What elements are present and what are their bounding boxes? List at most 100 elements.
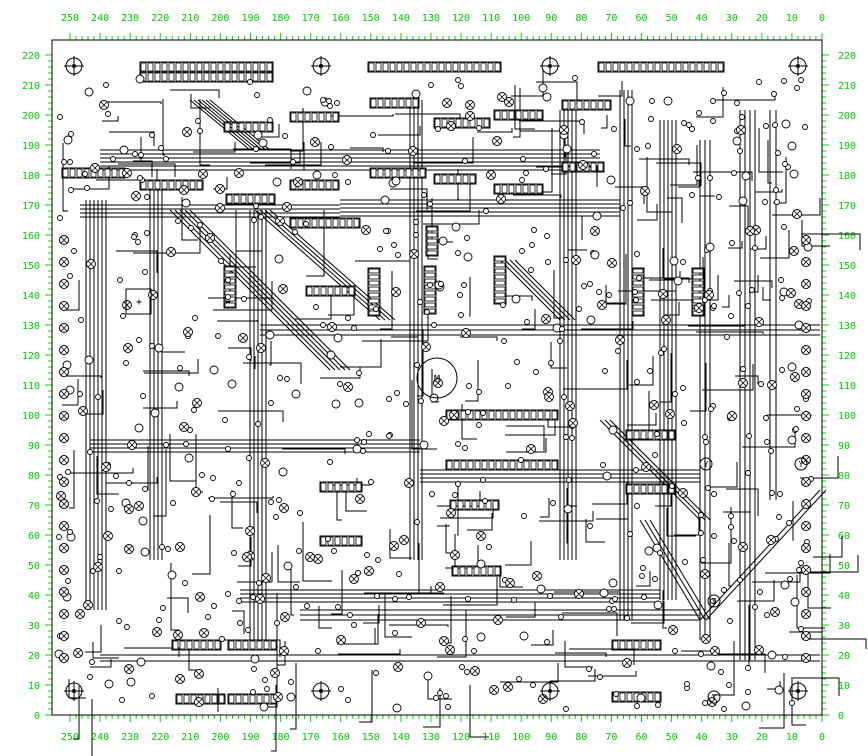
edge-pad	[801, 323, 811, 333]
edge-pad	[801, 411, 811, 421]
pad-crossed	[391, 287, 401, 297]
via-pad	[764, 439, 770, 445]
via-pad	[373, 306, 379, 312]
via-pad	[149, 132, 155, 138]
via-pad	[205, 614, 211, 620]
via-pad	[519, 248, 525, 254]
via-pad	[482, 498, 488, 504]
pad-crossed	[275, 216, 285, 226]
edge-pad	[801, 477, 811, 487]
via-pad	[345, 179, 351, 185]
via-pad	[705, 485, 711, 491]
edge-pad	[801, 389, 811, 399]
via-pad	[786, 520, 792, 526]
ruler-tick-label: 190	[241, 13, 259, 24]
via-pad	[530, 682, 536, 688]
via-pad	[741, 171, 751, 181]
via-pad	[728, 513, 734, 519]
via-pad	[345, 315, 351, 321]
ruler-tick-label: 90	[545, 13, 557, 24]
via-pad	[230, 491, 236, 497]
via-pad	[465, 409, 471, 415]
center-component-label: M	[434, 374, 440, 385]
via-pad	[290, 159, 296, 165]
via-pad	[729, 240, 735, 246]
ruler-tick-label: 200	[838, 111, 856, 122]
via-pad	[293, 584, 299, 590]
pad-crossed	[124, 664, 134, 674]
via-pad	[633, 467, 639, 473]
via-pad	[174, 382, 184, 392]
via-pad	[608, 578, 618, 588]
ic-footprint	[369, 97, 420, 109]
mounting-hole-icon	[540, 56, 560, 76]
via-pad	[211, 603, 217, 609]
pad-crossed	[435, 582, 445, 592]
via-pad	[222, 417, 228, 423]
via-pad	[455, 441, 461, 447]
via-pad	[586, 315, 596, 325]
via-pad	[255, 421, 261, 427]
via-pad	[702, 700, 708, 706]
via-pad	[403, 401, 409, 407]
via-pad	[149, 343, 155, 349]
via-pad	[297, 510, 303, 516]
pad-crossed	[754, 645, 764, 655]
pad-crossed	[279, 646, 289, 656]
via-pad	[657, 550, 663, 556]
via-pad	[459, 664, 465, 670]
via-pad	[559, 326, 565, 332]
via-pad	[774, 685, 784, 695]
ruler-tick-label: 180	[272, 13, 290, 24]
pad-crossed	[493, 615, 503, 625]
pad-crossed	[486, 170, 496, 180]
via-pad	[355, 570, 361, 576]
via-pad	[749, 287, 755, 293]
via-pad	[163, 442, 169, 448]
via-pad	[391, 176, 401, 186]
via-pad	[245, 627, 251, 633]
via-pad	[464, 235, 470, 241]
ruler-tick-label: 130	[422, 13, 440, 24]
via-pad	[215, 333, 221, 339]
via-pad	[689, 126, 695, 132]
via-pad	[126, 677, 136, 687]
via-pad	[500, 302, 506, 308]
ruler-tick-label: 230	[121, 13, 139, 24]
pad-crossed	[134, 501, 144, 511]
via-pad	[686, 122, 692, 128]
via-pad	[277, 375, 283, 381]
via-pad	[529, 242, 535, 248]
y-mark-label: Y	[704, 460, 709, 469]
via-pad	[611, 606, 617, 612]
via-pad	[274, 254, 284, 264]
pad-crossed	[574, 589, 584, 599]
via-pad	[569, 435, 575, 441]
ruler-tick-label: 210	[181, 13, 199, 24]
via-pad	[721, 706, 727, 712]
via-pad	[331, 548, 337, 554]
via-pad	[778, 277, 784, 283]
via-pad	[773, 187, 779, 193]
via-pad	[347, 612, 353, 618]
via-pad	[476, 422, 482, 428]
via-pad	[131, 234, 137, 240]
via-pad	[108, 506, 114, 512]
pad-crossed	[665, 409, 675, 419]
via-pad	[150, 408, 160, 418]
pad-crossed	[238, 333, 248, 343]
pad-crossed	[75, 609, 85, 619]
via-pad	[265, 330, 275, 340]
via-pad	[710, 118, 716, 124]
via-pad	[61, 159, 67, 165]
pad-crossed	[505, 578, 515, 588]
pad-crossed	[565, 401, 575, 411]
via-pad	[681, 420, 687, 426]
via-pad	[463, 252, 473, 262]
via-pad	[116, 568, 122, 574]
pad-crossed	[282, 202, 292, 212]
ruler-tick-label: 220	[838, 51, 856, 62]
via-pad	[781, 119, 791, 129]
via-pad	[82, 171, 88, 177]
